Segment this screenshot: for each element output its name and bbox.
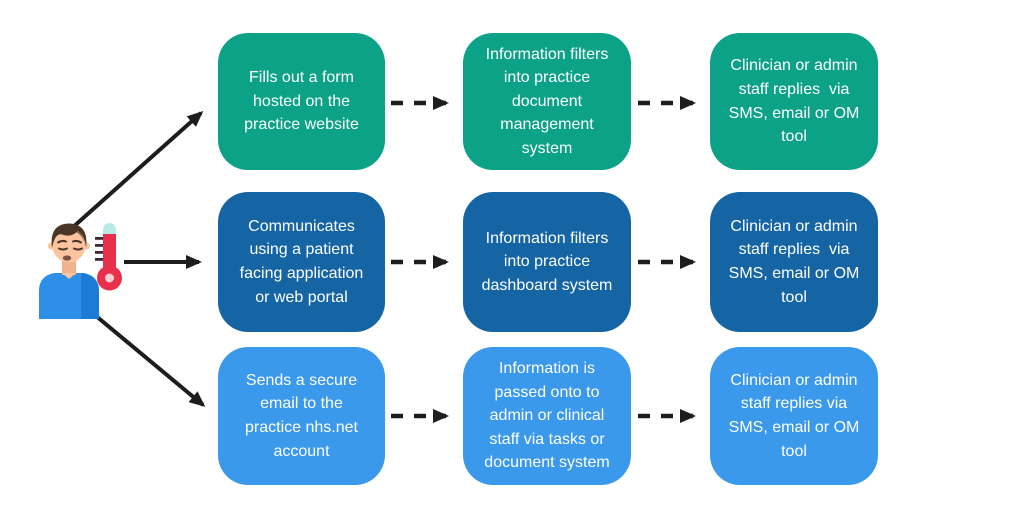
flow-box-row1-step2: Information filters into practice docume… [463, 33, 631, 170]
person-icon [39, 223, 99, 319]
flow-box-row1-step1: Fills out a form hosted on the practice … [218, 33, 385, 170]
flow-box-text: Information filters into practice dashbo… [481, 229, 613, 294]
flow-box-row2-step2: Information filters into practice dashbo… [463, 192, 631, 332]
thermometer-icon [95, 223, 122, 291]
flow-box-row3-step2: Information is passed onto to admin or c… [463, 347, 631, 485]
flow-box-text: Communicates using a patient facing appl… [239, 217, 368, 306]
flow-box-row3-step1: Sends a secure email to the practice nhs… [218, 347, 385, 485]
sick-patient-thermometer-icon [39, 223, 122, 319]
flow-box-row1-step3: Clinician or admin staff replies via SMS… [710, 33, 878, 170]
flow-box-text: Clinician or admin staff replies via SMS… [728, 217, 864, 306]
flow-box-row2-step1: Communicates using a patient facing appl… [218, 192, 385, 332]
flow-box-row2-step3: Clinician or admin staff replies via SMS… [710, 192, 878, 332]
flow-box-text: Information is passed onto to admin or c… [484, 360, 610, 472]
flow-box-text: Fills out a form hosted on the practice … [244, 69, 359, 134]
flow-box-row3-step3: Clinician or admin staff replies via SMS… [710, 347, 878, 485]
flow-box-text: Clinician or admin staff replies via SMS… [728, 57, 864, 146]
flow-box-text: Information filters into practice docume… [485, 45, 613, 157]
solid-arrow-to-row1 [70, 111, 204, 230]
flow-box-text: Sends a secure email to the practice nhs… [245, 371, 363, 460]
dashed-arrows [391, 96, 696, 423]
flow-box-text: Clinician or admin staff replies via SMS… [728, 371, 864, 460]
